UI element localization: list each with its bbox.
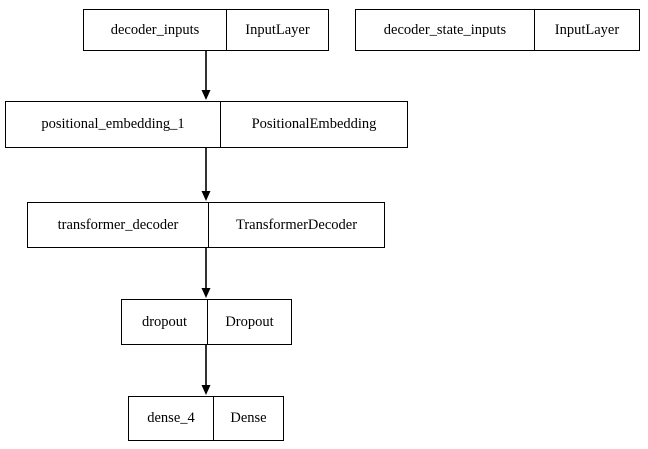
node-label-decoder-state-inputs: decoder_state_inputs	[383, 21, 507, 38]
edge-arrow	[201, 51, 211, 100]
node-transformer-decoder[interactable]: transformer_decoder TransformerDecoder	[27, 202, 385, 248]
node-type-dense-4: Dense	[213, 397, 283, 440]
node-decoder-state-inputs[interactable]: decoder_state_inputs InputLayer	[355, 9, 640, 51]
node-dropout[interactable]: dropout Dropout	[121, 299, 292, 345]
node-type-transformer-decoder: TransformerDecoder	[208, 203, 384, 247]
node-type-dropout: Dropout	[207, 300, 291, 344]
node-type-decoder-inputs: InputLayer	[226, 10, 328, 50]
node-label-positional-embedding-1: positional_embedding_1	[41, 116, 185, 133]
node-label-dense-4: dense_4	[147, 410, 195, 427]
node-type-positional-embedding-1: PositionalEmbedding	[220, 102, 407, 147]
node-type-decoder-state-inputs: InputLayer	[534, 10, 639, 50]
node-label-decoder-inputs: decoder_inputs	[110, 21, 200, 38]
edge-arrow	[201, 148, 211, 201]
node-label-transformer-decoder: transformer_decoder	[57, 216, 179, 233]
node-decoder-inputs[interactable]: decoder_inputs InputLayer	[83, 9, 329, 51]
edge-arrow	[201, 248, 211, 298]
node-label-dropout: dropout	[141, 313, 188, 330]
edge-arrow	[201, 345, 211, 395]
node-positional-embedding-1[interactable]: positional_embedding_1 PositionalEmbeddi…	[5, 101, 408, 148]
node-dense-4[interactable]: dense_4 Dense	[128, 396, 284, 441]
